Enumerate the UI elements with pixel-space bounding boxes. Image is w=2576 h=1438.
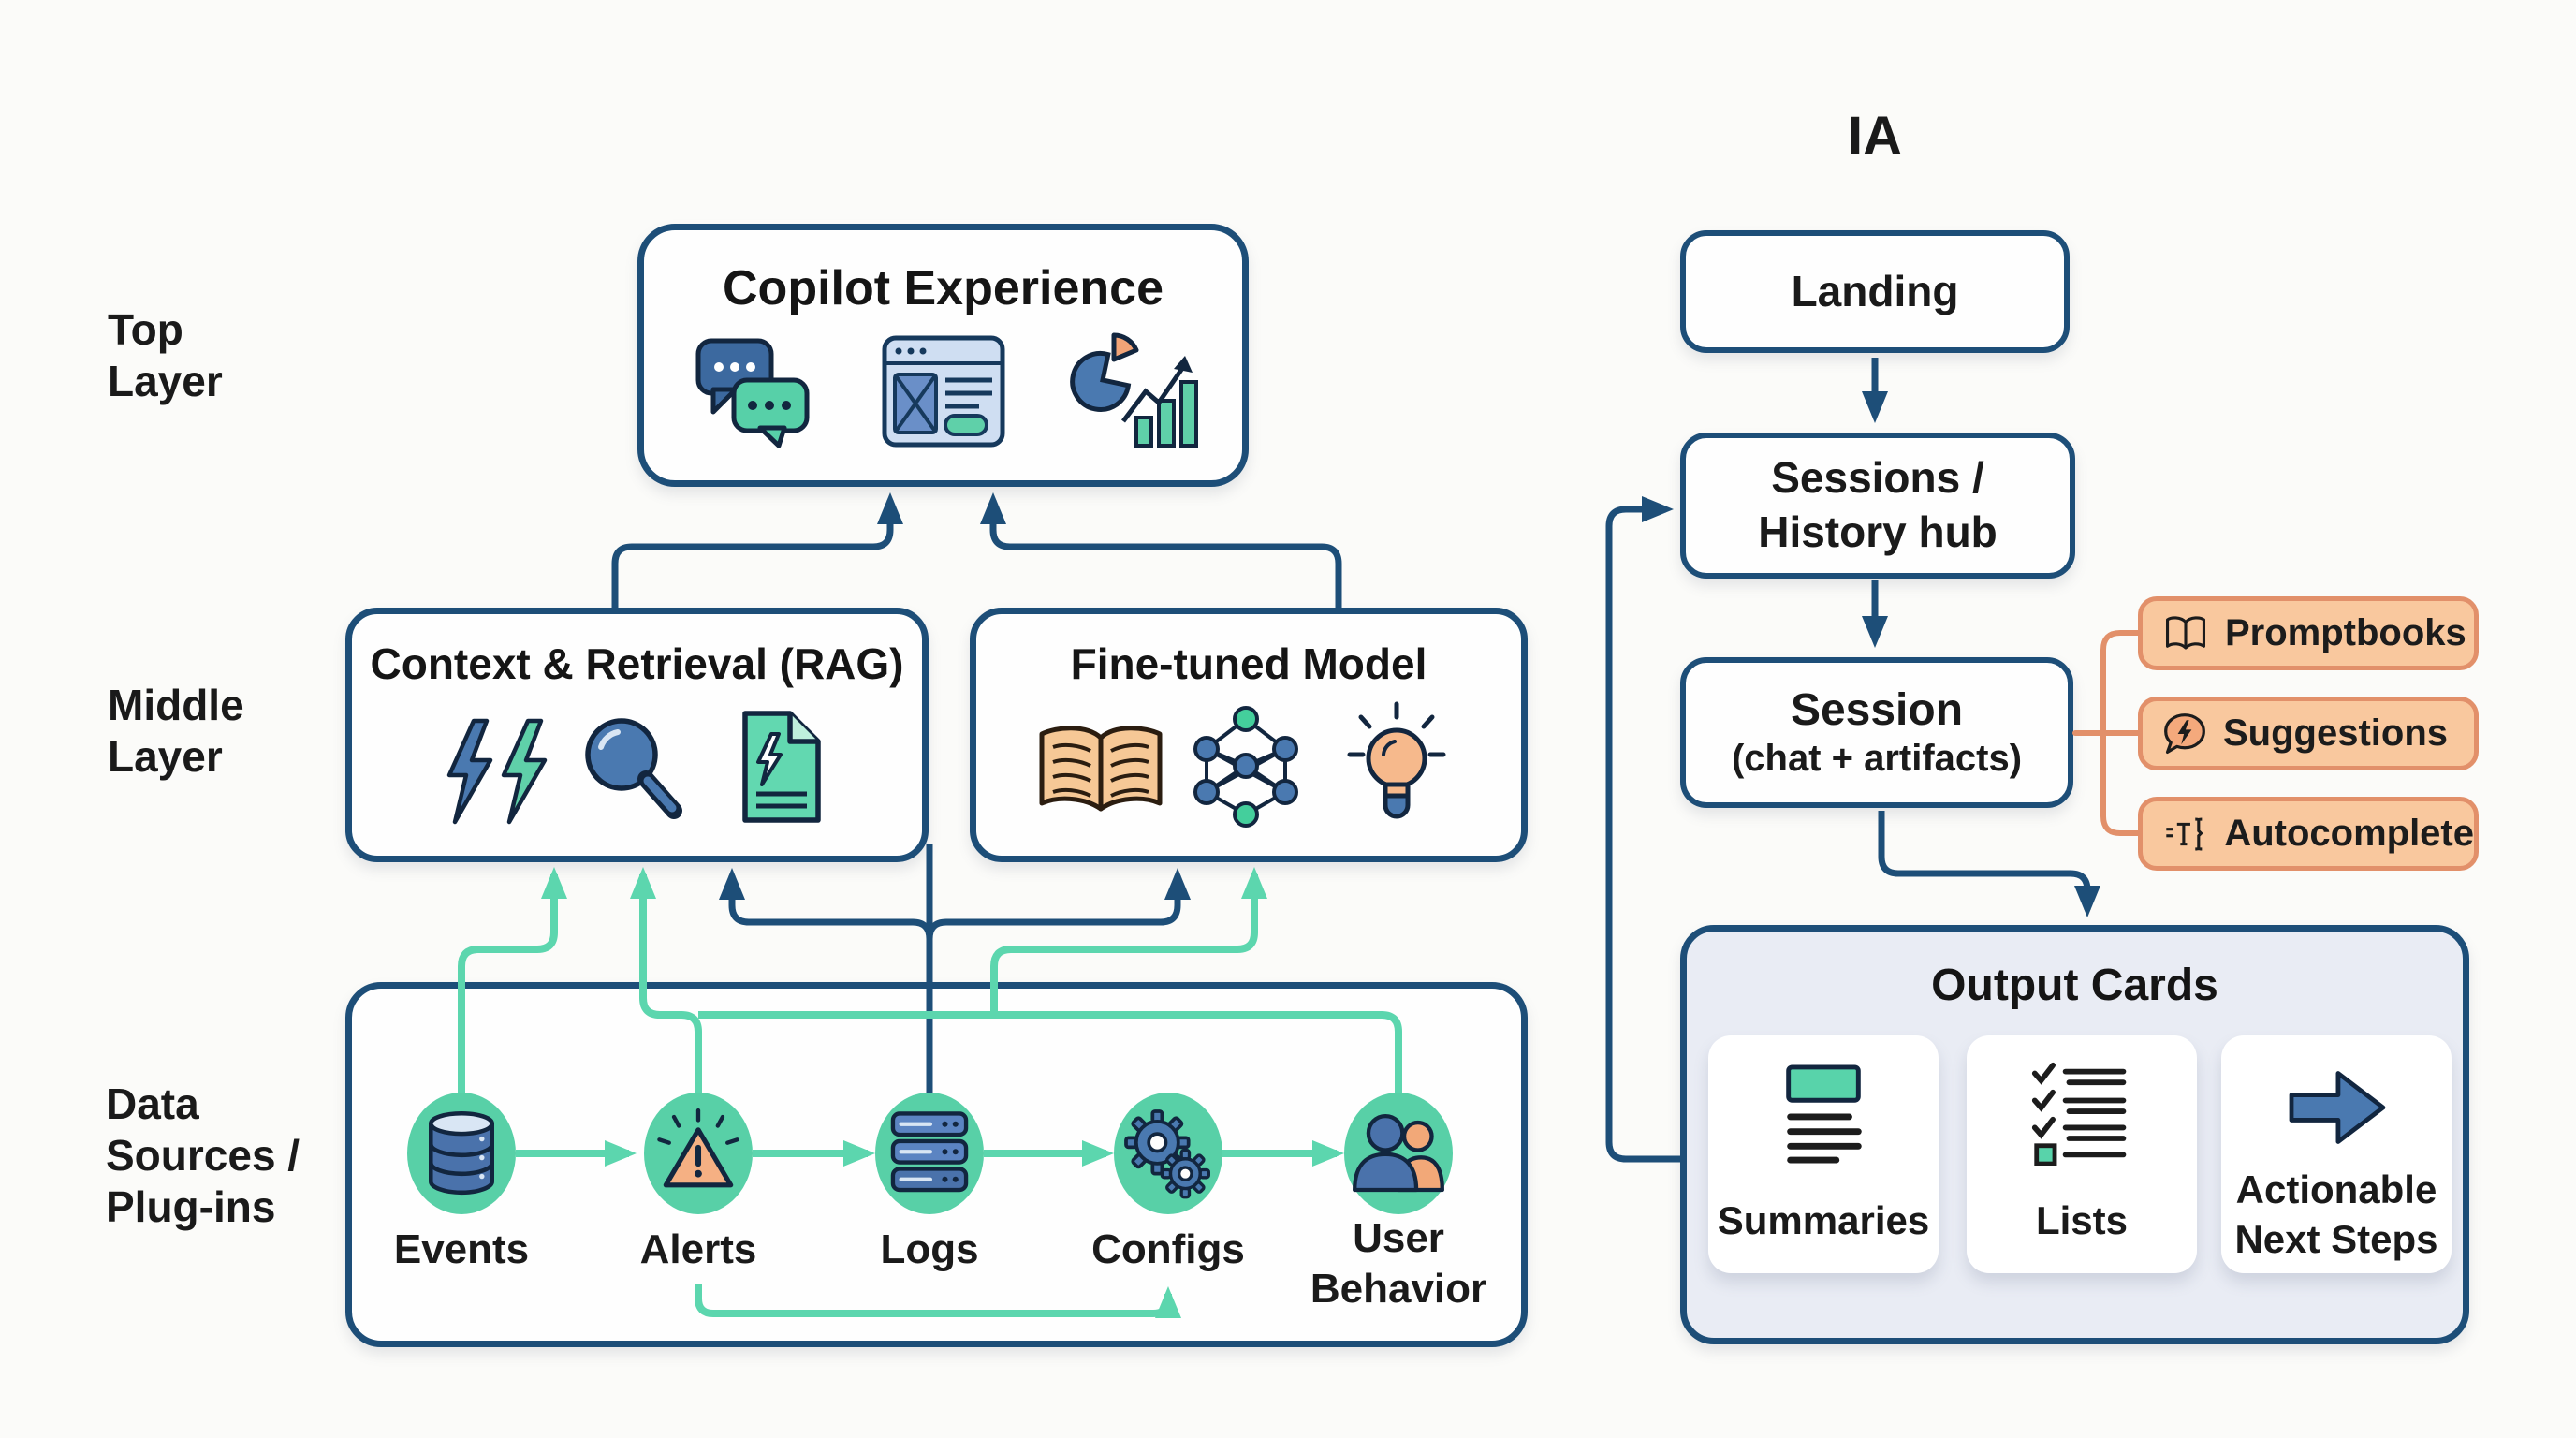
promptbooks-label: Promptbooks: [2225, 612, 2466, 653]
actionable-next-steps-card: Actionable Next Steps: [2221, 1035, 2452, 1273]
landing-box: Landing: [1680, 230, 2070, 353]
magnifier-icon: [585, 718, 682, 819]
sessions-line1: Sessions /: [1771, 453, 1984, 503]
text-cursor-icon: [2166, 817, 2203, 850]
session-box: Session (chat + artifacts): [1680, 657, 2073, 808]
next-steps-icon-area: [2281, 1035, 2392, 1166]
middle-layer-label: Middle Layer: [108, 680, 244, 783]
chat-bubbles-icon: [695, 338, 810, 448]
promptbook-icon: [2165, 615, 2206, 650]
top-layer-line2: Layer: [108, 357, 223, 406]
alerts-circle: [644, 1093, 753, 1214]
session-line1: Session: [1790, 684, 1964, 735]
promptbooks-tag: Promptbooks: [2138, 596, 2479, 670]
lists-label: Lists: [2035, 1197, 2129, 1242]
arrow-right-icon: [2289, 1070, 2386, 1144]
session-line2: (chat + artifacts): [1731, 738, 2023, 780]
lists-icon-area: [2027, 1035, 2136, 1178]
middle-layer-line1: Middle: [108, 681, 244, 729]
user-behavior-label: User Behavior: [1310, 1215, 1487, 1312]
top-layer-label: Top Layer: [108, 304, 223, 407]
top-layer-line1: Top: [108, 305, 183, 354]
user-behavior-circle: [1344, 1093, 1453, 1214]
database-icon: [429, 1111, 494, 1196]
gears-icon: [1124, 1109, 1210, 1199]
neural-network-icon: [1193, 706, 1298, 828]
analytics-chart-icon: [1070, 332, 1198, 448]
sessions-line2: History hub: [1758, 507, 1998, 556]
edge-logs-to-rag: [719, 868, 933, 940]
autocomplete-tag: Autocomplete: [2138, 797, 2479, 871]
edge-rag-to-copilot: [611, 492, 903, 608]
open-book-icon: [1039, 726, 1163, 812]
suggestion-bubble-icon: [2164, 712, 2205, 754]
document-lightning-icon: [742, 711, 821, 823]
events-circle: [407, 1093, 516, 1214]
data-layer-line2: Sources /: [106, 1131, 300, 1181]
edge-output-loop-to-sessions: [1605, 496, 1682, 1163]
lightbulb-icon: [1347, 701, 1446, 819]
output-cards-title: Output Cards: [1931, 961, 2218, 1010]
users-icon: [1353, 1113, 1444, 1193]
summary-lines-icon: [1786, 1064, 1862, 1164]
data-sources-layer-label: Data Sources / Plug-ins: [106, 1078, 300, 1234]
lists-card: Lists: [1967, 1035, 2197, 1273]
actionable-next-steps-label: Actionable Next Steps: [2234, 1167, 2438, 1261]
sessions-history-box: Sessions / History hub: [1680, 433, 2075, 579]
server-stack-icon: [890, 1111, 969, 1193]
ia-title: IA: [1848, 106, 1902, 167]
edge-logs-to-model: [926, 868, 1191, 940]
context-retrieval-title: Context & Retrieval (RAG): [370, 639, 904, 688]
logs-circle: [875, 1093, 984, 1214]
summaries-card: Summaries: [1708, 1035, 1939, 1273]
data-layer-line3: Plug-ins: [106, 1182, 276, 1232]
browser-window-icon: [882, 335, 1005, 448]
checklist-icon: [2031, 1062, 2127, 1166]
data-layer-line1: Data: [106, 1079, 199, 1128]
alerts-label: Alerts: [639, 1226, 757, 1272]
warning-icon: [657, 1108, 739, 1188]
double-lightning-icon: [446, 718, 548, 825]
summaries-label: Summaries: [1717, 1197, 1930, 1242]
fine-tuned-model-title: Fine-tuned Model: [1070, 639, 1427, 688]
configs-circle: [1114, 1093, 1222, 1214]
middle-layer-line2: Layer: [108, 732, 223, 782]
landing-label: Landing: [1791, 266, 1959, 315]
tag-bracket: [2100, 630, 2141, 836]
configs-label: Configs: [1091, 1226, 1245, 1272]
copilot-experience-title: Copilot Experience: [723, 261, 1164, 315]
events-label: Events: [393, 1226, 530, 1272]
suggestions-label: Suggestions: [2223, 712, 2449, 754]
suggestions-tag: Suggestions: [2138, 697, 2479, 770]
edge-model-to-copilot: [980, 492, 1342, 608]
summaries-icon-area: [1768, 1035, 1879, 1178]
edge-session-to-output: [1878, 811, 2100, 917]
autocomplete-label: Autocomplete: [2224, 813, 2474, 854]
logs-label: Logs: [880, 1226, 979, 1272]
